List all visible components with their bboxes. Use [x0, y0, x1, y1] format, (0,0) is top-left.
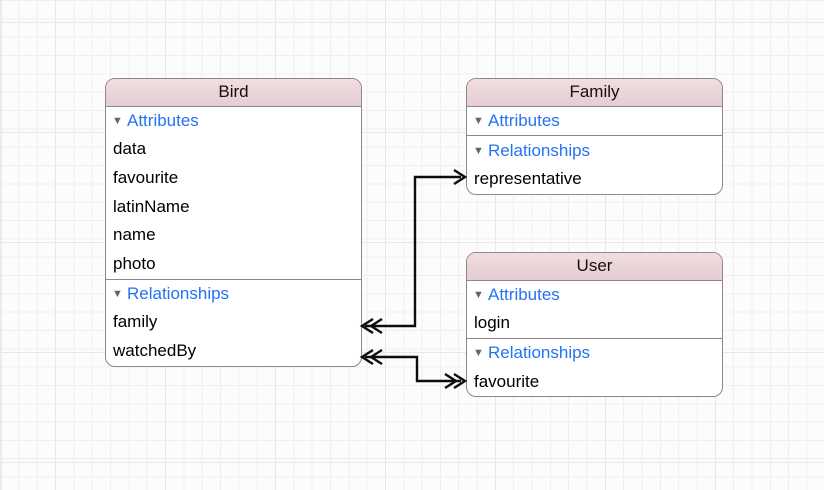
entity-bird[interactable]: Bird ▼ Attributes data favourite latinNa… [105, 78, 362, 367]
to-one-arrowhead-icon [453, 168, 468, 186]
disclosure-triangle-icon[interactable]: ▼ [473, 288, 484, 301]
relationships-section-label: Relationships [488, 140, 591, 160]
attribute-row[interactable]: latinName [113, 196, 190, 216]
disclosure-triangle-icon[interactable]: ▼ [473, 347, 484, 360]
entity-user-relationships-section: ▼ Relationships favourite [467, 337, 722, 396]
disclosure-triangle-icon[interactable]: ▼ [112, 114, 123, 127]
attributes-section-header[interactable]: ▼ Attributes [467, 281, 722, 310]
to-many-arrowhead-icon [359, 348, 383, 366]
entity-family-attributes-section: ▼ Attributes [467, 107, 722, 136]
entity-user-header[interactable]: User [467, 253, 722, 281]
connector-bird-user[interactable] [359, 348, 468, 390]
entity-user-title: User [576, 256, 613, 275]
connector-bird-family[interactable] [359, 168, 468, 335]
entity-user-attributes-section: ▼ Attributes login [467, 281, 722, 338]
attributes-section-label: Attributes [127, 110, 199, 130]
attribute-row[interactable]: favourite [113, 167, 179, 187]
relationships-section-label: Relationships [488, 343, 591, 363]
connector-bird-user-line [365, 355, 461, 383]
attribute-row[interactable]: name [113, 225, 156, 245]
relationships-section-header[interactable]: ▼ Relationships [467, 339, 722, 368]
relationships-section-header[interactable]: ▼ Relationships [106, 280, 361, 309]
attributes-section-label: Attributes [488, 110, 560, 130]
attribute-row[interactable]: login [474, 313, 510, 333]
entity-family[interactable]: Family ▼ Attributes ▼ Relationships repr… [466, 78, 723, 195]
relationship-row[interactable]: watchedBy [113, 341, 197, 360]
relationship-row[interactable]: representative [474, 168, 582, 188]
entity-bird-title: Bird [218, 82, 249, 101]
entity-family-title: Family [569, 82, 620, 101]
attribute-row[interactable]: photo [113, 253, 156, 273]
connector-bird-family-line [365, 175, 461, 328]
entity-bird-header[interactable]: Bird [106, 79, 361, 107]
disclosure-triangle-icon[interactable]: ▼ [473, 114, 484, 127]
to-many-arrowhead-icon [359, 317, 383, 335]
relationship-row[interactable]: favourite [474, 371, 540, 391]
entity-user[interactable]: User ▼ Attributes login ▼ Relationships … [466, 252, 723, 398]
entity-family-relationships-section: ▼ Relationships representative [467, 135, 722, 193]
disclosure-triangle-icon[interactable]: ▼ [473, 144, 484, 157]
to-many-arrowhead-icon [444, 372, 468, 390]
attribute-row[interactable]: data [113, 139, 147, 159]
entity-bird-attributes-section: ▼ Attributes data favourite latinName na… [106, 107, 361, 279]
entity-family-header[interactable]: Family [467, 79, 722, 107]
relationships-section-label: Relationships [127, 283, 230, 303]
relationship-row[interactable]: family [113, 312, 158, 332]
entity-bird-relationships-section: ▼ Relationships family watchedBy [106, 278, 361, 366]
disclosure-triangle-icon[interactable]: ▼ [112, 287, 123, 300]
relationships-section-header[interactable]: ▼ Relationships [467, 136, 722, 165]
attributes-section-header[interactable]: ▼ Attributes [467, 107, 722, 136]
attributes-section-header[interactable]: ▼ Attributes [106, 107, 361, 136]
attributes-section-label: Attributes [488, 284, 560, 304]
